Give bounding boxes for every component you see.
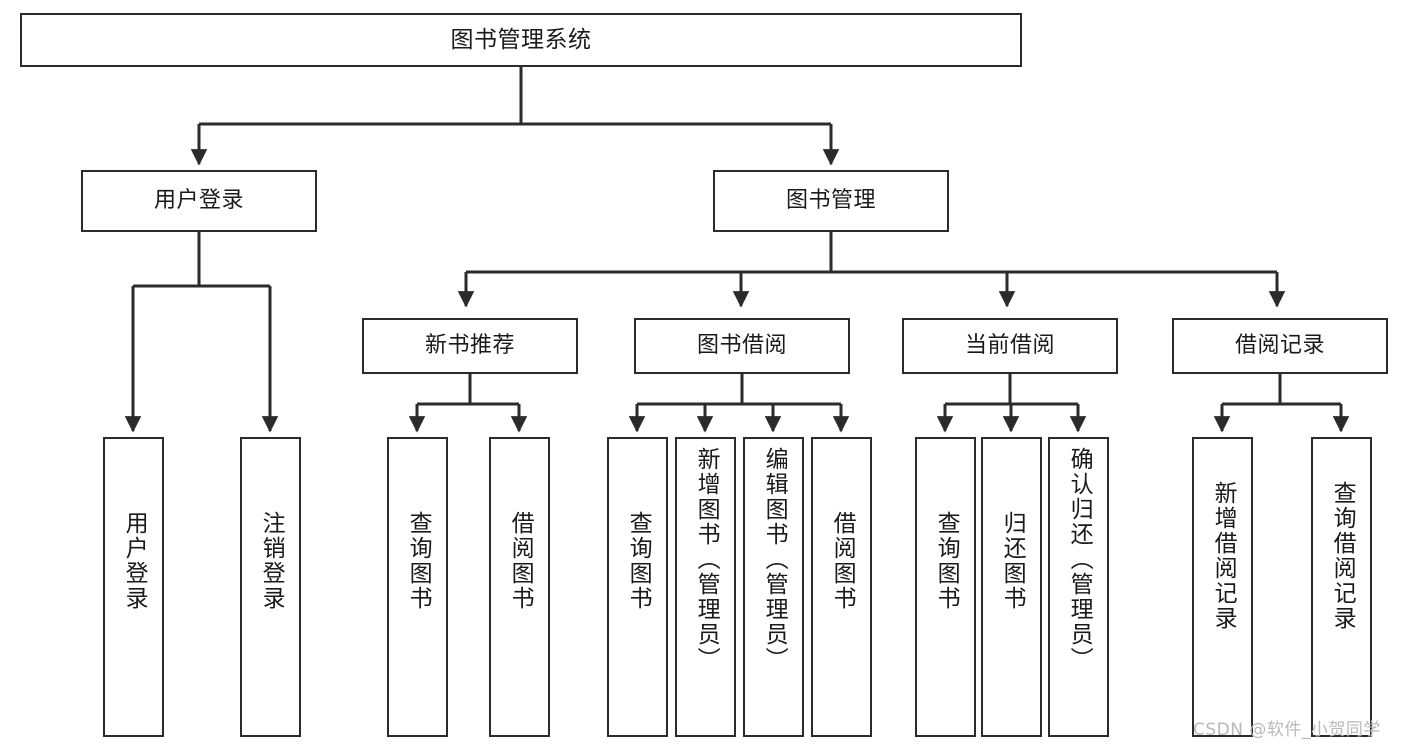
node-label: 编辑图书（管理员）: [761, 447, 788, 672]
node-label: 新增借阅记录: [1210, 481, 1237, 631]
node-label: 借阅图书: [507, 511, 534, 611]
node-new-book-recommend[interactable]: 新书推荐: [362, 318, 578, 374]
node-label: 归还图书: [999, 511, 1026, 611]
node-label: 用户登录: [153, 188, 244, 214]
node-label: 图书管理系统: [450, 26, 592, 53]
node-label: 借阅图书: [829, 511, 856, 611]
node-borrow-record[interactable]: 借阅记录: [1172, 318, 1388, 374]
leaf-cb-return-book[interactable]: 归还图书: [981, 437, 1042, 737]
node-label: 新书推荐: [424, 333, 515, 359]
leaf-bb-borrow-book[interactable]: 借阅图书: [811, 437, 872, 737]
leaf-br-query-record[interactable]: 查询借阅记录: [1311, 437, 1372, 737]
node-root-book-management-system[interactable]: 图书管理系统: [20, 13, 1022, 67]
node-label: 借阅记录: [1234, 333, 1325, 359]
leaf-bb-edit-book-admin[interactable]: 编辑图书（管理员）: [743, 437, 804, 737]
node-label: 图书管理: [785, 188, 876, 214]
node-label: 新增图书（管理员）: [693, 447, 720, 672]
node-label: 当前借阅: [964, 333, 1055, 359]
leaf-bb-add-book-admin[interactable]: 新增图书（管理员）: [675, 437, 736, 737]
node-book-borrow[interactable]: 图书借阅: [634, 318, 850, 374]
leaf-cb-query-book[interactable]: 查询图书: [915, 437, 976, 737]
node-label: 用户登录: [121, 511, 148, 611]
leaf-nb-borrow-book[interactable]: 借阅图书: [489, 437, 550, 737]
node-user-login[interactable]: 用户登录: [81, 170, 317, 232]
leaf-bb-query-book[interactable]: 查询图书: [607, 437, 668, 737]
leaf-logout[interactable]: 注销登录: [240, 437, 301, 737]
node-label: 图书借阅: [696, 333, 787, 359]
csdn-watermark: CSDN @软件_小贺同学: [1193, 720, 1381, 740]
node-book-management[interactable]: 图书管理: [713, 170, 949, 232]
node-label: 查询图书: [405, 511, 432, 611]
node-current-borrow[interactable]: 当前借阅: [902, 318, 1118, 374]
node-label: 注销登录: [258, 511, 285, 611]
leaf-cb-confirm-return-admin[interactable]: 确认归还（管理员）: [1048, 437, 1109, 737]
node-label: 确认归还（管理员）: [1066, 447, 1093, 672]
node-label: 查询图书: [933, 511, 960, 611]
node-label: 查询图书: [625, 511, 652, 611]
leaf-user-login[interactable]: 用户登录: [103, 437, 164, 737]
leaf-br-add-record[interactable]: 新增借阅记录: [1192, 437, 1253, 737]
leaf-nb-query-book[interactable]: 查询图书: [387, 437, 448, 737]
node-label: 查询借阅记录: [1329, 481, 1356, 631]
